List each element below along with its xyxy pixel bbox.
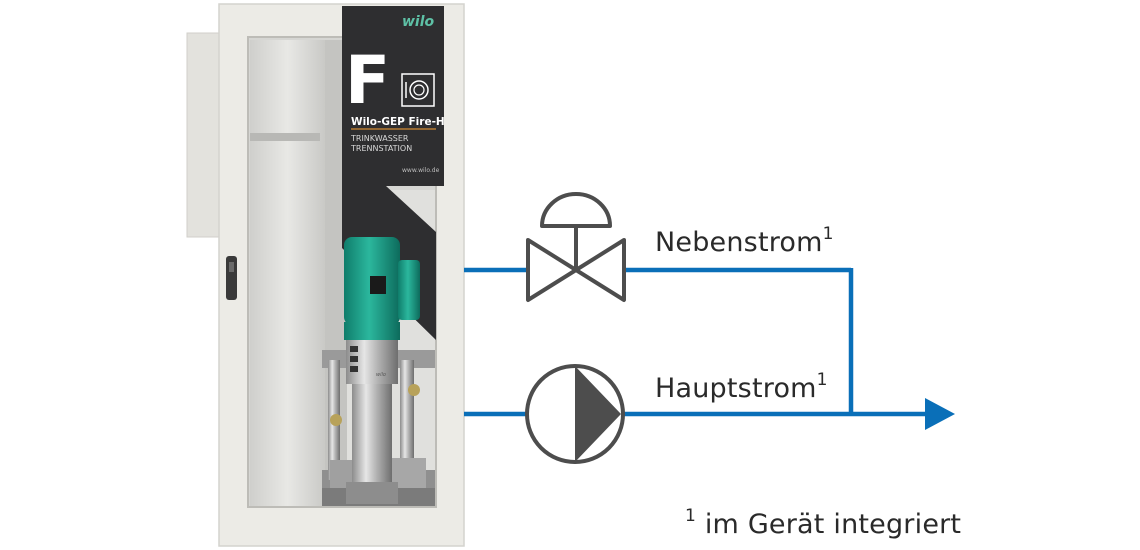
panel-letter: F: [345, 42, 391, 119]
bypass-label: Nebenstrom1: [655, 224, 834, 258]
arrow-right-icon: [925, 398, 955, 430]
fire-hose-icon: [401, 73, 435, 107]
product-subtitle-line2: TRENNSTATION: [351, 144, 413, 153]
main-footnote-marker: 1: [816, 370, 828, 390]
footnote-marker: 1: [685, 506, 697, 526]
product-name: Wilo-GEP Fire-H: [351, 116, 445, 128]
footnote: 1 im Gerät integriert: [685, 506, 962, 540]
door-handle[interactable]: [226, 256, 237, 300]
pipe-network: [464, 267, 955, 430]
pump-brand-text: wilo: [376, 372, 386, 378]
valve-icon: [526, 192, 626, 302]
website-url: www.wilo.de: [402, 167, 440, 174]
bypass-footnote-marker: 1: [822, 224, 834, 244]
pump-icon: [525, 364, 625, 464]
footnote-text: im Gerät integriert: [704, 509, 962, 540]
main-flow-label-text: Hauptstrom: [655, 373, 817, 404]
product-subtitle-line1: TRINKWASSER: [351, 134, 409, 143]
brand-logo-text: wilo: [402, 14, 435, 30]
main-flow-label: Hauptstrom1: [655, 370, 828, 404]
bypass-label-text: Nebenstrom: [655, 227, 823, 258]
pump-assembly: [322, 237, 435, 506]
